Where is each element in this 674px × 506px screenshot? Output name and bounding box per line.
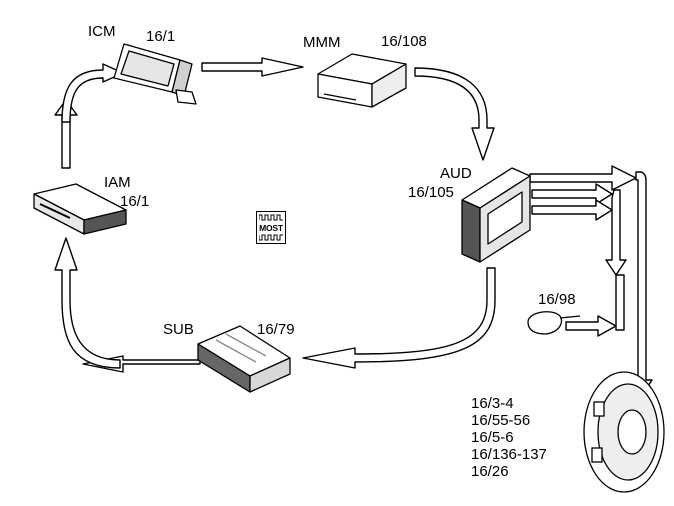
aud-label: AUD [440, 165, 472, 182]
sub-code: 16/79 [257, 321, 295, 338]
mmm-module [317, 53, 407, 108]
iam-module [33, 183, 127, 235]
speaker-code: 16/3-4 [471, 395, 514, 412]
speaker-code: 16/55-56 [471, 412, 531, 429]
most-wave-icon [259, 214, 283, 221]
arrow-aud-mic-top [531, 199, 613, 221]
sub-module [197, 325, 291, 393]
most-logo: MOST [256, 211, 286, 244]
arrow-icm-to-mmm [201, 57, 304, 77]
speaker-module [583, 371, 665, 493]
arrow-left-return [54, 237, 121, 369]
icm-code: 16/1 [146, 28, 176, 45]
arrow-mmm-to-aud [414, 67, 495, 161]
speaker-code: 16/136-137 [471, 446, 547, 463]
mmm-label: MMM [303, 34, 341, 51]
arrow-aud-secondary [531, 183, 613, 205]
sub-label: SUB [163, 321, 194, 338]
mmm-code: 16/108 [381, 33, 427, 50]
line-secondary-feed [605, 189, 627, 276]
microphone-module [527, 311, 581, 335]
mic-code: 16/98 [538, 291, 576, 308]
most-logo-text: MOST [259, 223, 283, 233]
arrow-aud-to-speaker [529, 165, 637, 191]
speaker-code: 16/26 [471, 463, 509, 480]
aud-module [461, 167, 531, 263]
icm-module [113, 43, 197, 105]
aud-code: 16/105 [408, 184, 454, 201]
speaker-code-list: 16/3-4 16/55-56 16/5-6 16/136-137 16/26 [471, 395, 547, 480]
iam-code: 16/1 [120, 193, 150, 210]
line-speaker-feed [631, 171, 653, 396]
arrow-aud-to-sub [302, 267, 496, 369]
line-mic-return [615, 274, 625, 331]
most-wave-icon [259, 234, 283, 241]
icm-label: ICM [88, 23, 116, 40]
iam-label: IAM [104, 174, 131, 191]
arrow-mic-to-aud [565, 315, 617, 337]
speaker-code: 16/5-6 [471, 429, 514, 446]
